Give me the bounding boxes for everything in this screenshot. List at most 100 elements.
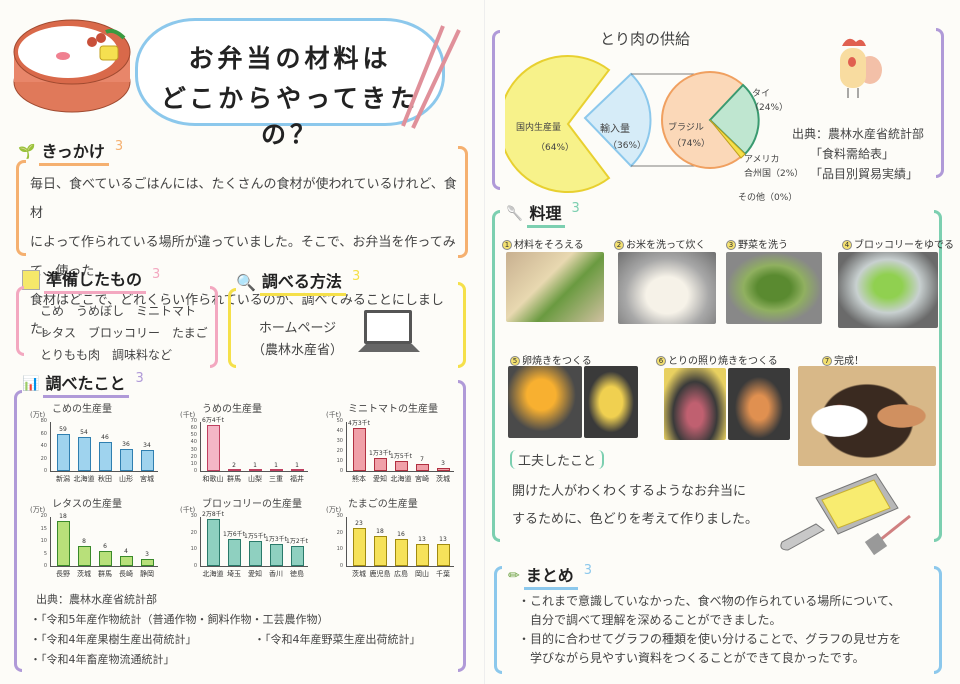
category-label: 広島 <box>394 570 408 578</box>
bar-value-label: 1 <box>274 462 278 470</box>
y-tick-label: 15 <box>40 525 47 532</box>
tamagoyaki-pan-illustration <box>780 473 911 556</box>
bar <box>99 551 112 566</box>
y-tick-label: 0 <box>43 563 47 569</box>
section-heading-houhou: 🔍 調べる方法 3 <box>236 268 360 296</box>
bar-value-label: 1万6千t <box>223 531 245 539</box>
section-heading-kikkake: 🌱 きっかけ 3 <box>18 138 123 166</box>
photo-egg-roll <box>584 366 638 438</box>
bar-value-label: 23 <box>355 519 363 527</box>
y-tick-label: 40 <box>336 428 343 434</box>
pie-label-domestic: 国内生産量 <box>516 123 562 133</box>
y-tick-label: 50 <box>336 418 343 424</box>
bracket-right <box>458 380 466 672</box>
section-heading-shirabeta: 📊 調べたこと 3 <box>22 370 144 398</box>
category-label: 宮城 <box>140 475 154 483</box>
bracket-left <box>14 390 22 672</box>
bar-value-label: 18 <box>59 513 67 520</box>
bar-value-label: 34 <box>143 441 151 449</box>
category-label: 北海道 <box>390 475 412 483</box>
category-label: 埼玉 <box>227 570 241 578</box>
bar-value-label: 1 <box>253 462 257 470</box>
bar <box>78 437 91 471</box>
decor-3: 3 <box>152 266 161 282</box>
sources-left: 出典：農林水産省統計部 ・「令和5年産作物統計（普通作物・飼料作物・工芸農作物）… <box>30 593 329 666</box>
pie-label-usa-pct: 合州国（2%） <box>744 169 804 179</box>
bar-value-label: 4 <box>124 548 128 555</box>
bar <box>57 434 70 471</box>
category-label: 秋田 <box>98 475 112 483</box>
category-label: 静岡 <box>140 570 154 578</box>
bar <box>437 544 450 566</box>
y-tick-label: 10 <box>336 546 343 553</box>
sprout-hand-icon: 🌱 <box>18 144 36 160</box>
category-label: 群馬 <box>98 570 112 578</box>
matome-text: ・これまで意識していなかった、食べ物の作られている場所について、 自分で調べて理… <box>518 594 902 665</box>
chopsticks-illustration <box>401 25 461 129</box>
bracket-right <box>934 210 942 542</box>
y-tick-label: 60 <box>190 425 197 432</box>
bar-value-label: 7 <box>420 456 424 463</box>
pie-label-other: その他（0%） <box>738 193 798 203</box>
kufuu-heading: 工夫したこと <box>510 450 605 469</box>
source-vegetable: ・「令和4年産野菜生産出荷統計」 <box>254 633 421 646</box>
pencil-icon: ✏ <box>508 568 520 584</box>
pie-label-domestic-pct: （64%） <box>536 143 575 153</box>
bar-value-label: 3 <box>145 550 149 558</box>
chart-unit: (万t) <box>30 506 46 514</box>
bar <box>78 546 91 566</box>
bar-chart-icon: 📊 <box>22 376 40 392</box>
category-label: 千葉 <box>436 570 450 578</box>
kikkake-text: 毎日、食べているごはんには、たくさんの食材が使われているけれど、食材 によって作… <box>30 177 457 337</box>
bar <box>291 469 304 471</box>
category-label: 宮崎 <box>415 475 429 483</box>
bar <box>353 527 366 566</box>
y-tick-label: 20 <box>190 453 197 460</box>
y-tick-label: 40 <box>40 443 47 449</box>
chart-title: ミニトマトの生産量 <box>348 404 438 415</box>
bar-value-label: 6万4千t <box>202 417 224 425</box>
bar <box>270 544 283 566</box>
bar <box>374 457 387 471</box>
bar-value-label: 13 <box>439 536 447 544</box>
y-tick-label: 30 <box>190 513 197 519</box>
decor-3: 3 <box>351 268 361 284</box>
bracket-right <box>936 28 944 178</box>
photo-boiling-broccoli <box>838 252 938 328</box>
whisk-icon: 🥄 <box>506 206 524 222</box>
category-label: 茨城 <box>77 570 91 578</box>
section-heading-matome: ✏ まとめ 3 <box>508 562 592 590</box>
category-label: 山形 <box>119 475 133 483</box>
bar <box>416 544 429 566</box>
bar <box>228 469 241 471</box>
chart-title: ブロッコリーの生産量 <box>202 499 302 510</box>
bar <box>99 442 112 471</box>
photo-washing-vegetables <box>726 252 822 324</box>
photo-chicken-raw <box>664 368 726 440</box>
bar-value-label: 36 <box>122 440 130 448</box>
photo-washing-rice <box>618 252 716 324</box>
y-tick-label: 20 <box>40 513 47 519</box>
category-label: 三重 <box>269 475 283 483</box>
pie-label-usa: アメリカ <box>744 155 780 165</box>
bar-value-label: 1万3千t <box>265 536 287 544</box>
pie-label-import-pct: （36%） <box>608 141 647 151</box>
bento-illustration <box>13 19 131 113</box>
pie-label-brazil-pct: （74%） <box>672 139 711 149</box>
y-tick-label: 5 <box>43 550 47 557</box>
title-cloud: お弁当の材料は どこからやってきたの？ <box>135 18 445 149</box>
bar <box>228 539 241 566</box>
bar <box>141 449 154 471</box>
y-tick-label: 10 <box>40 538 47 544</box>
bracket-right <box>210 286 218 368</box>
